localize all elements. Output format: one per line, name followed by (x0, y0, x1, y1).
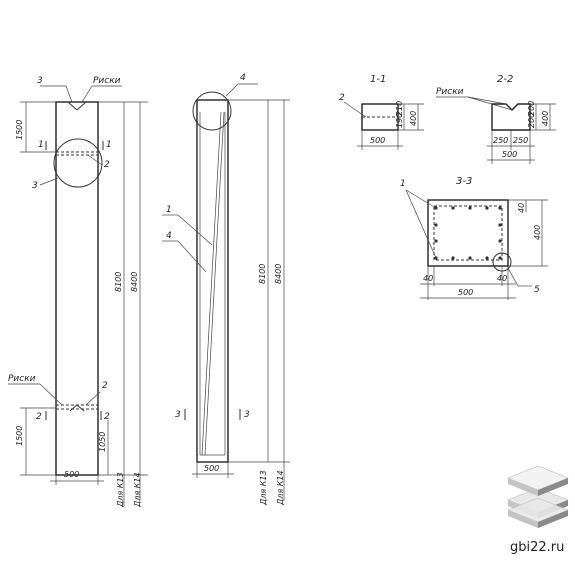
dim-500-left: 500 (64, 470, 79, 479)
dim-1050: 1050 (98, 432, 107, 452)
dim-40-left: 40 (423, 274, 433, 283)
label-4-top: 4 (240, 73, 246, 83)
dim-8400: 8400 (130, 272, 139, 292)
cut-label-2-left: 2 (36, 412, 42, 422)
dim-400-s33: 400 (533, 225, 542, 240)
dim-40-right: 40 (497, 274, 507, 283)
top-risk-mark-b (76, 101, 87, 111)
dim-250b: 250 (513, 136, 528, 145)
section-3-3: 3-3 1 40 400 5 (400, 176, 548, 300)
label-2-bottom: 2 (102, 381, 108, 391)
dim-40-top: 40 (517, 203, 526, 213)
label-4: 4 (166, 231, 172, 241)
section-3-3-title: 3-3 (456, 176, 472, 187)
section-3-3-outline (427, 199, 509, 267)
section-3-3-label-1: 1 (400, 179, 406, 189)
label-riski-bottom: Риски (8, 374, 36, 384)
right-column-outline (196, 99, 229, 463)
dim-1500-top: 1500 (15, 120, 24, 140)
rebar-dots (434, 206, 502, 260)
label-riski-top: Риски (93, 76, 121, 86)
note-n14-right: Для К14 (276, 470, 285, 506)
label-2: 2 (104, 160, 110, 170)
dim-190: 190 (395, 113, 404, 128)
dim-8100-right: 8100 (258, 264, 267, 284)
right-column-view: 4 1 4 3 3 8100 8400 500 Для К13 Для К14 (162, 73, 290, 506)
cut-label-1-left: 1 (38, 140, 44, 150)
section-1-1: 1-1 2 190 210 400 500 (339, 74, 424, 150)
section-2-2-outline (491, 103, 531, 131)
dim-200b: 200 (527, 101, 536, 116)
dim-500-s33: 500 (458, 288, 473, 297)
label-5: 5 (534, 285, 540, 295)
section-1-1-title: 1-1 (370, 74, 386, 85)
stacked-slabs-icon (507, 465, 569, 528)
section-2-2-title: 2-2 (497, 74, 513, 85)
dim-400-s11: 400 (409, 111, 418, 126)
detail-circle-3 (53, 138, 103, 188)
cut-label-2-right: 2 (104, 412, 110, 422)
dim-1500-bottom: 1500 (15, 426, 24, 446)
section-2-2-label-riski: Риски (436, 87, 464, 97)
dim-8100: 8100 (114, 272, 123, 292)
dim-210: 210 (395, 101, 404, 116)
cut-label-1-right: 1 (106, 140, 112, 150)
dim-200a: 200 (527, 113, 536, 128)
note-n13-right: Для К13 (259, 470, 268, 506)
label-1: 1 (166, 205, 172, 215)
label-3-mid: 3 (32, 181, 38, 191)
cut-label-3-left: 3 (175, 410, 181, 420)
left-column-outline (55, 101, 99, 476)
top-risk-mark-a (67, 101, 78, 111)
detail-circle-4 (192, 91, 232, 131)
diagonal-bar-b (204, 111, 225, 456)
label-3-top: 3 (37, 76, 43, 86)
dim-500-s22: 500 (502, 150, 517, 159)
section-2-2: 2-2 Риски 200 200 400 250 250 500 (436, 74, 556, 164)
dim-500-right: 500 (204, 464, 219, 473)
dim-8400-right: 8400 (274, 264, 283, 284)
dim-250a: 250 (493, 136, 508, 145)
note-n14-left: Для К14 (133, 472, 142, 508)
dim-500-s11: 500 (370, 136, 385, 145)
dim-400-s22: 400 (541, 111, 550, 126)
cut-label-3-right: 3 (244, 410, 250, 420)
section-1-1-label-2: 2 (339, 93, 345, 103)
left-column-view: 3 Риски 1500 1 1 2 3 8100 8400 Риски 2 (8, 76, 148, 508)
note-n13-left: Для К13 (116, 472, 125, 508)
diagonal-bar-a (201, 111, 222, 456)
watermark-site: gbi22.ru (510, 540, 564, 555)
